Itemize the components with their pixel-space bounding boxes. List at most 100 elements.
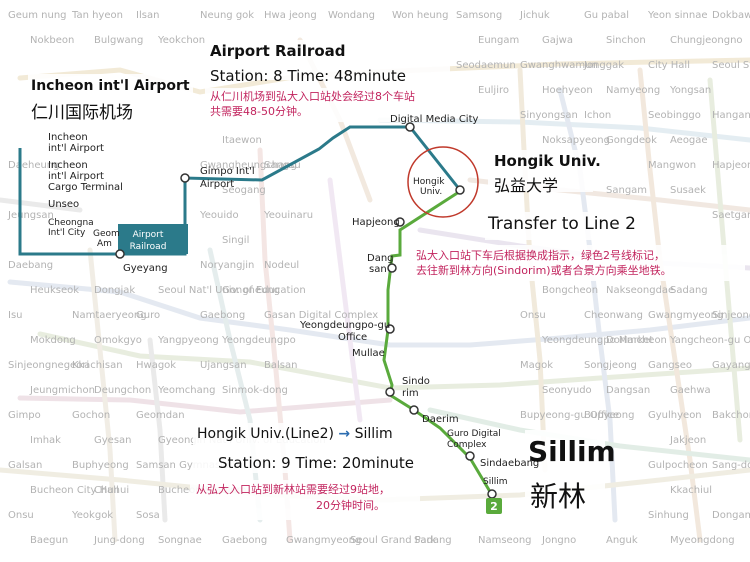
background-station-label: Sosa [136, 510, 160, 521]
background-station-label: Songnae [158, 535, 202, 546]
svg-text:Am: Am [97, 239, 112, 249]
background-station-label: Dorimcheon [606, 335, 667, 346]
transfer-note-1: 弘大入口站下车后根据换成指示，绿色2号线标记， [416, 249, 665, 262]
hongik-name-cn: 弘益大学 [494, 176, 559, 195]
background-station-label: Seoul Grand Park [350, 535, 437, 546]
background-station-label: Bulgwang [94, 35, 143, 46]
background-station-label: Singil [222, 235, 249, 246]
background-station-label: Nokbeon [30, 35, 74, 46]
station-marker-dangsan [387, 263, 397, 273]
svg-text:Complex: Complex [447, 440, 487, 450]
background-station-label: Samsan Gymnasium [136, 460, 239, 471]
background-station-label: Namtaeryeong [72, 310, 147, 321]
background-station-label: Nakseongdae [606, 285, 674, 296]
background-station-label: Yeongdeungpo Market [541, 335, 653, 346]
svg-text:san: san [369, 264, 387, 275]
background-station-label: Namseong [478, 535, 532, 546]
station-marker-gyeyang [115, 249, 125, 259]
background-station-label: Daebang [8, 260, 53, 271]
line2-badge-number: 2 [490, 500, 498, 513]
background-station-label: Gochon [72, 410, 110, 421]
background-station-label: Noksapyeong [542, 135, 610, 146]
label-sindorim: Sindo [402, 376, 430, 387]
background-station-label: Gyulhyeon [648, 410, 702, 421]
label-daerim: Daerim [422, 414, 459, 425]
airport-name-cn: 仁川国际机场 [31, 103, 133, 123]
background-station-label: Gasan Digital Complex [264, 310, 378, 321]
svg-text:Office: Office [338, 332, 367, 343]
station-marker-hongik [455, 185, 465, 195]
route1-desc-1: 从仁川机场到弘大入口站处会经过8个车站 [210, 90, 415, 103]
station-marker-hapjeong [395, 217, 405, 227]
label-dangsan: Dang [367, 253, 394, 264]
background-station-label: Dangsan [606, 385, 650, 396]
route2-desc-1: 从弘大入口站到新林站需要经过9站地， [196, 483, 390, 496]
background-station-label: Yeomchang [157, 385, 215, 396]
background-station-label: Bupyeong-gu Office [520, 410, 619, 421]
background-station-label: Mokdong [30, 335, 76, 346]
background-station-label: Kkachiul [670, 485, 712, 496]
svg-text:Railroad: Railroad [130, 242, 167, 252]
line2-badge: 2 [486, 498, 502, 514]
background-station-label: Bongcheon [542, 285, 598, 296]
background-station-label: Hoehyeon [542, 85, 593, 96]
background-station-label: Gwangmyeong [648, 310, 723, 321]
background-station-label: Gongneung [222, 285, 280, 296]
background-station-label: Bucheon City Hall [30, 485, 119, 496]
label-gimpo: Gimpo Int'l [200, 166, 255, 177]
airport-railroad-badge: Airport Railroad [118, 224, 188, 254]
background-station-label: Jakjeon [669, 435, 706, 446]
background-station-label: Aeogae [670, 135, 708, 146]
background-station-label: Gongdeok [606, 135, 657, 146]
background-station-label: Onsu [520, 310, 546, 321]
sillim-name-cn: 新林 [530, 480, 587, 513]
background-station-label: Yeon sinnae [647, 10, 708, 21]
background-station-label: Sinmok-dong [222, 385, 288, 396]
background-station-label: Jeungsan [7, 210, 54, 221]
station-marker-sindaebang [465, 451, 475, 461]
hongik-name-en: Hongik Univ. [494, 152, 601, 170]
label-gyeyang: Gyeyang [123, 263, 168, 274]
background-station-label: Gaehwa [670, 385, 711, 396]
background-station-label: Gulpocheon [648, 460, 708, 471]
svg-text:Int'l City: Int'l City [48, 228, 86, 238]
background-station-label: Ilsan [136, 10, 159, 21]
background-station-label: Jichuk [519, 10, 550, 21]
label-geoman: Geom [93, 229, 120, 239]
background-station-label: Sinyongsan [520, 110, 578, 121]
route2-from: Hongik Univ.(Line2) [197, 426, 334, 442]
background-station-label: Sadang [670, 285, 708, 296]
route2-to: Sillim [354, 426, 393, 442]
background-station-label: Seoul Nat'l Univ. of Education [158, 285, 306, 296]
hongik-circle [407, 146, 479, 218]
station-marker-gimpo [180, 173, 190, 183]
background-station-label: Sangam [606, 185, 647, 196]
background-station-label: Jung-dong [93, 535, 145, 546]
background-station-label: Gwangmyeong [286, 535, 361, 546]
background-station-label: Songjeong [584, 360, 637, 371]
background-station-label: Gimpo [8, 410, 41, 421]
background-station-label: Isu [8, 310, 23, 321]
text-backgrounds [28, 40, 745, 520]
background-station-label: Magok [520, 360, 553, 371]
svg-text:Airport: Airport [200, 179, 234, 190]
station-marker-sillim [487, 489, 497, 499]
background-station-label: Gaebong [222, 535, 267, 546]
background-station-label: Seobinggo [648, 110, 701, 121]
background-station-label: Yeokchon [157, 35, 205, 46]
background-station-label: Gwangheungchang [200, 160, 297, 171]
background-station-label: Yangcheon-gu Office [669, 335, 750, 346]
label-hapjeong: Hapjeong [352, 217, 400, 228]
label-guro: Guro Digital [447, 429, 501, 439]
background-station-label: Seogang [222, 185, 266, 196]
background-station-label: Omokgyo [94, 335, 142, 346]
background-station-label: Sinchon [606, 35, 646, 46]
background-station-label: Yongsan [669, 85, 711, 96]
svg-text:Univ.: Univ. [420, 187, 442, 197]
background-station-label: Kkachisan [72, 360, 123, 371]
background-station-label: Gayang [712, 360, 750, 371]
background-station-label: Wondang [328, 10, 375, 21]
background-station-label: Geomdan [136, 410, 185, 421]
